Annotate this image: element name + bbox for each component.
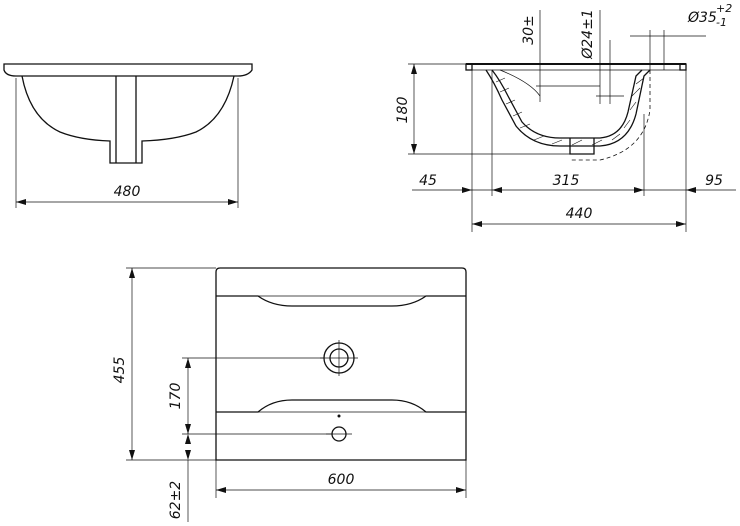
dim-dia-35: Ø35 xyxy=(687,10,717,26)
dim-440: 440 xyxy=(566,206,593,222)
dim-tol-plus: +2 xyxy=(716,2,732,15)
dim-95: 95 xyxy=(705,173,723,189)
section-view: 180 30± Ø24±1 Ø35 +2 -1 45 315 95 xyxy=(395,2,736,232)
dim-62: 62±2 xyxy=(168,481,184,520)
dim-tol-minus: -1 xyxy=(716,16,727,29)
dim-180: 180 xyxy=(395,97,411,124)
dim-315: 315 xyxy=(553,173,580,189)
dim-600: 600 xyxy=(328,472,355,488)
dim-dia-24: Ø24±1 xyxy=(580,9,596,59)
front-view: 480 xyxy=(3,63,253,208)
dim-170: 170 xyxy=(168,383,184,410)
dim-30: 30± xyxy=(521,15,537,45)
top-view: 455 170 62±2 600 xyxy=(112,267,467,522)
dim-45: 45 xyxy=(419,173,437,189)
dim-480: 480 xyxy=(114,184,141,200)
dim-455: 455 xyxy=(112,357,128,384)
